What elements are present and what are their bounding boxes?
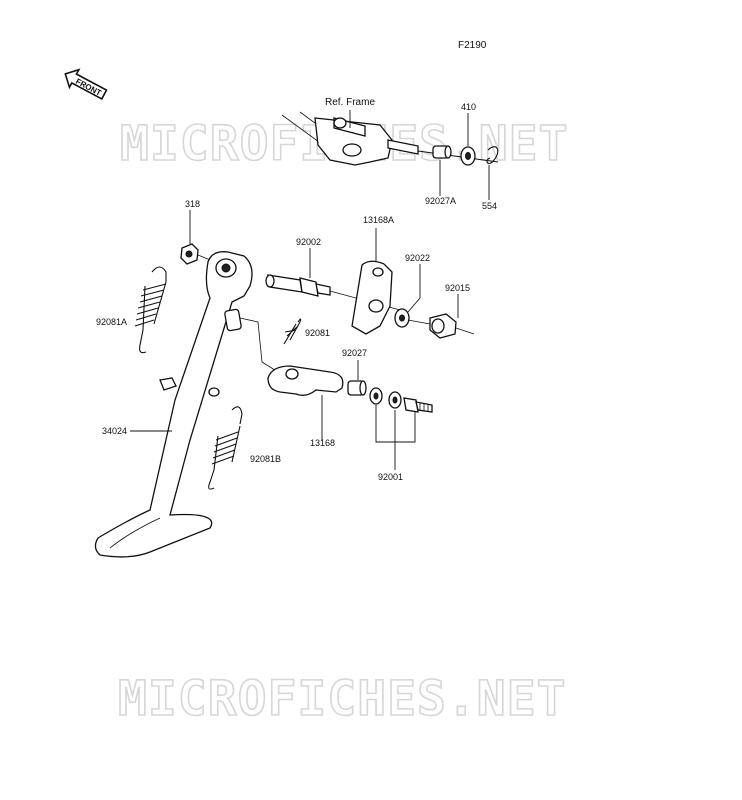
label-92001: 92001 bbox=[378, 472, 403, 482]
lever-13168 bbox=[267, 365, 344, 396]
label-ref-frame: Ref. Frame bbox=[325, 97, 375, 108]
figure-code: F2190 bbox=[458, 40, 487, 51]
label-13168: 13168 bbox=[310, 438, 335, 448]
label-13168a: 13168A bbox=[363, 215, 394, 225]
label-554: 554 bbox=[482, 201, 497, 211]
side-stand-34024 bbox=[94, 251, 253, 558]
washer-92001-b bbox=[388, 391, 402, 409]
spring-92081b bbox=[208, 406, 243, 490]
washer-92022 bbox=[394, 308, 410, 328]
label-92081b: 92081B bbox=[250, 454, 281, 464]
washer-92001-a bbox=[369, 387, 383, 405]
label-92015: 92015 bbox=[445, 283, 470, 293]
nut-92015 bbox=[429, 313, 457, 339]
pivot-bolt-92002 bbox=[265, 274, 331, 297]
watermark-bottom: MICROFICHES.NET bbox=[118, 671, 566, 727]
label-92081: 92081 bbox=[305, 328, 330, 338]
label-92081a: 92081A bbox=[96, 317, 127, 327]
label-410: 410 bbox=[461, 102, 476, 112]
label-92002: 92002 bbox=[296, 237, 321, 247]
frame-bracket bbox=[281, 111, 419, 166]
collar-92027 bbox=[347, 380, 367, 396]
label-92027a: 92027A bbox=[425, 196, 456, 206]
collar-92027a bbox=[432, 145, 452, 159]
nut-318 bbox=[180, 243, 199, 265]
washer-410 bbox=[460, 146, 476, 166]
spring-92081a bbox=[134, 266, 167, 354]
label-34024: 34024 bbox=[102, 426, 127, 436]
plate-13168a bbox=[351, 260, 393, 335]
bolt-92001 bbox=[403, 397, 433, 413]
clip-554 bbox=[486, 146, 499, 164]
front-arrow-icon: FRONT bbox=[64, 68, 108, 100]
label-92022: 92022 bbox=[405, 253, 430, 263]
label-92027: 92027 bbox=[342, 348, 367, 358]
label-318: 318 bbox=[185, 199, 200, 209]
spring-92081 bbox=[283, 318, 302, 345]
